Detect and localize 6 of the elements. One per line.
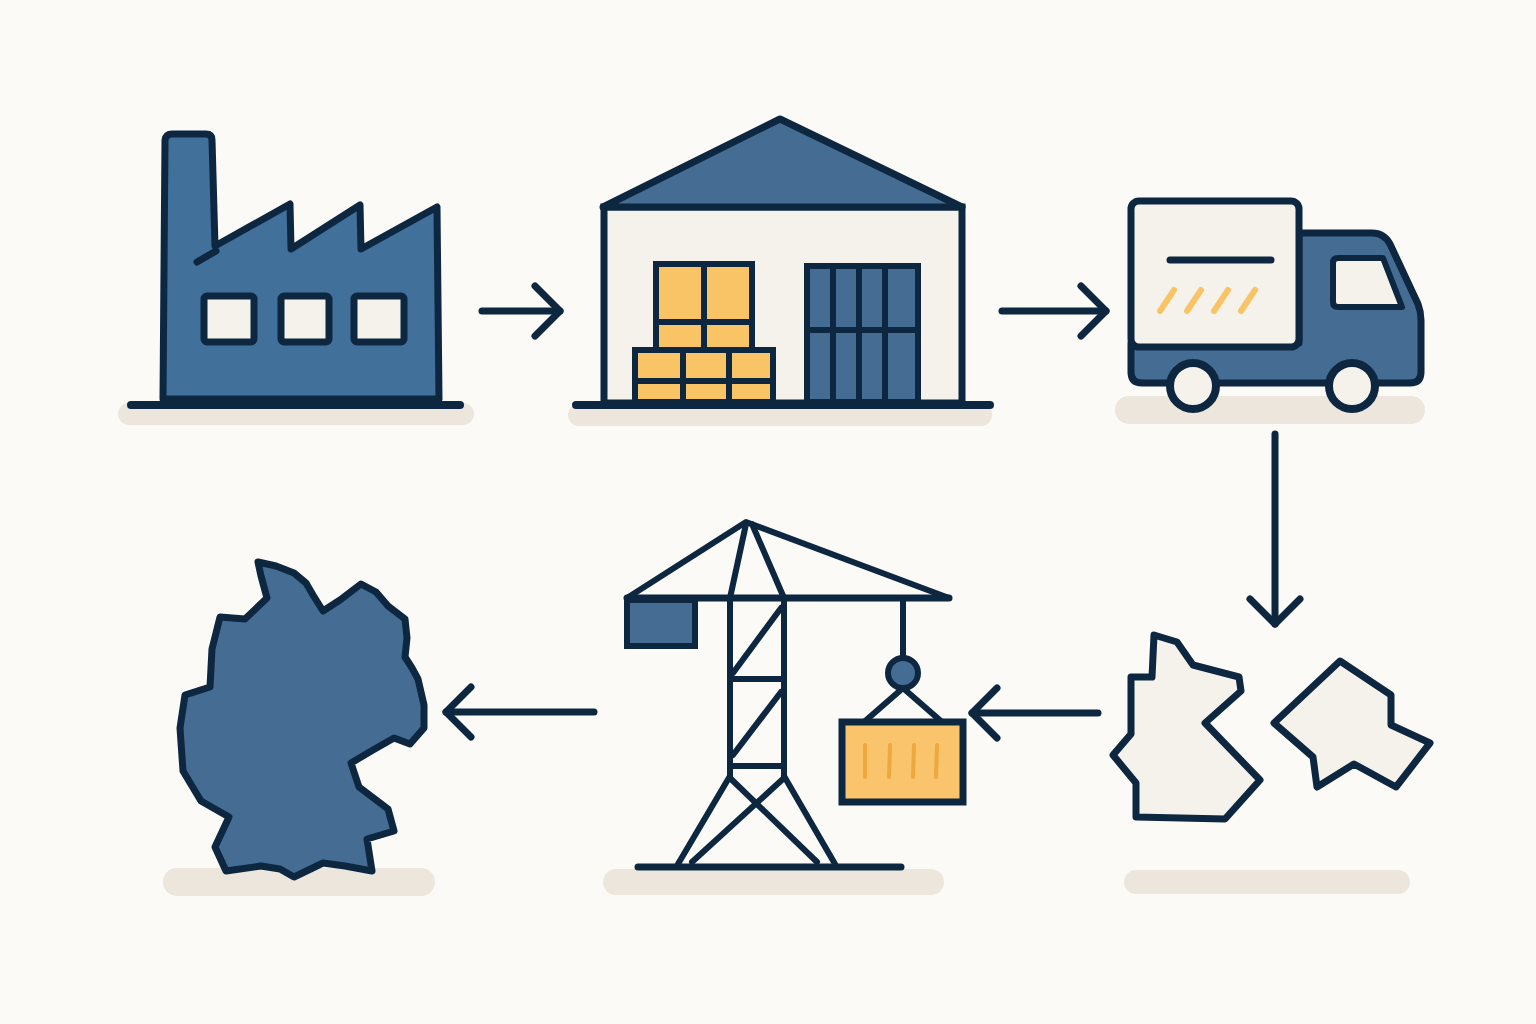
arrow — [1246, 430, 1304, 628]
arrow — [442, 683, 598, 741]
arrow — [478, 282, 564, 340]
factory-illustration — [116, 128, 476, 428]
arrow — [968, 684, 1102, 742]
arrow — [998, 282, 1110, 340]
